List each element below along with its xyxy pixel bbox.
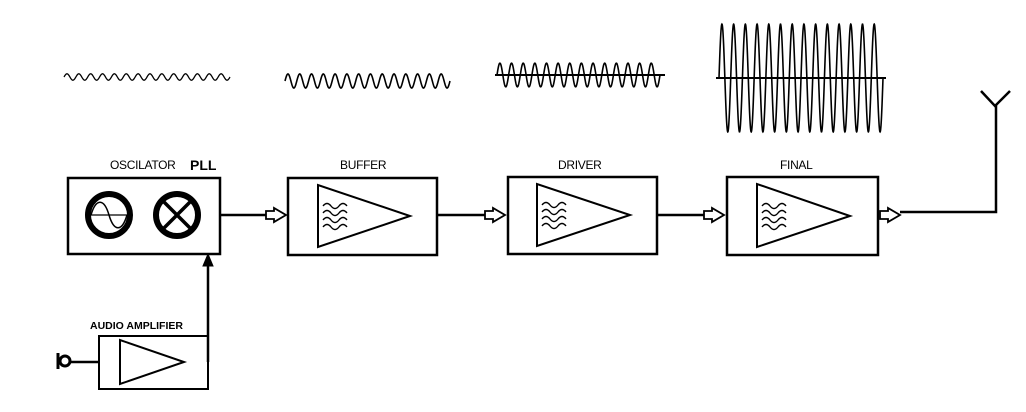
driver-output-waveform — [496, 62, 661, 88]
audio-input-jack-icon — [56, 353, 99, 369]
audio-amplifier-triangle-icon — [119, 338, 188, 386]
final-rf-waves-icon — [761, 202, 787, 231]
buffer-rf-waves-icon — [322, 202, 348, 231]
driver-amplifier-triangle-icon — [536, 182, 634, 248]
mixer-icon — [153, 191, 201, 239]
driver-block: DRIVER — [506, 158, 659, 256]
final-label: FINAL — [780, 158, 813, 172]
pll-label: PLL — [190, 157, 217, 173]
final-to-antenna-arrow-icon — [879, 206, 902, 224]
audio-to-pll-arrow-icon — [202, 252, 214, 267]
antenna-feed-line — [900, 105, 998, 214]
oscillator-pll-block: OSCILATOR PLL — [66, 157, 222, 256]
sine-source-icon — [85, 191, 133, 239]
driver-rf-waves-icon — [541, 201, 567, 230]
signal-connections — [220, 105, 998, 224]
audio-amplifier-block: AUDIO AMPLIFIER — [56, 252, 214, 390]
osc-to-buffer-arrow-icon — [265, 206, 288, 224]
audio-amplifier-label: AUDIO AMPLIFIER — [90, 320, 183, 332]
oscillator-label: OSCILATOR — [110, 158, 176, 172]
final-output-waveform — [718, 22, 884, 134]
driver-label: DRIVER — [558, 158, 602, 172]
buffer-label: BUFFER — [340, 158, 387, 172]
buffer-amplifier-triangle-icon — [317, 183, 414, 249]
driver-to-final-arrow-icon — [703, 206, 726, 224]
buffer-block: BUFFER — [286, 158, 439, 257]
buffer-output-waveform — [284, 73, 451, 89]
final-amplifier-triangle-icon — [756, 182, 854, 249]
oscillator-box — [66, 176, 222, 256]
final-block: FINAL — [725, 158, 880, 257]
oscillator-output-waveform — [63, 73, 231, 81]
buffer-to-driver-arrow-icon — [484, 206, 507, 224]
antenna-icon — [980, 90, 1011, 108]
waveforms — [63, 22, 886, 134]
